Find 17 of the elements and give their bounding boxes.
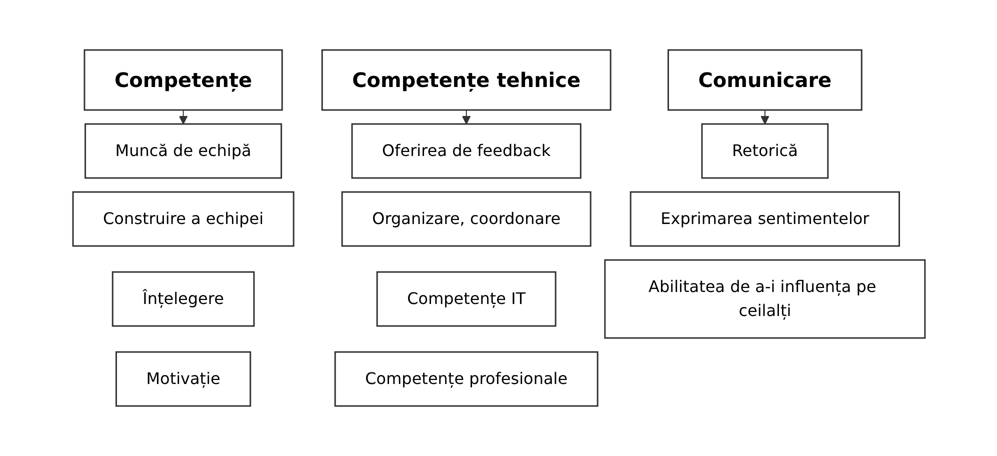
node-box: Abilitatea de a-i influența pe ceilalți [604,259,926,339]
node-box: Comunicare [667,49,862,111]
node-box: Oferirea de feedback [350,123,581,179]
node-box: Organizare, coordonare [340,191,591,247]
arrow [760,110,769,124]
arrow [178,110,188,124]
node-box: Muncă de echipă [84,123,282,179]
node-box: Înțelegere [111,271,254,327]
node-box: Motivație [115,351,251,407]
node-box: Retorică [700,123,828,179]
node-box: Exprimarea sentimentelor [629,191,900,247]
arrow [461,110,470,124]
node-box: Construire a echipei [72,191,294,247]
node-box: Competențe [83,49,282,111]
node-box: Competențe tehnice [320,49,611,111]
node-box: Competențe profesionale [334,351,598,407]
node-box: Competențe IT [376,271,556,327]
